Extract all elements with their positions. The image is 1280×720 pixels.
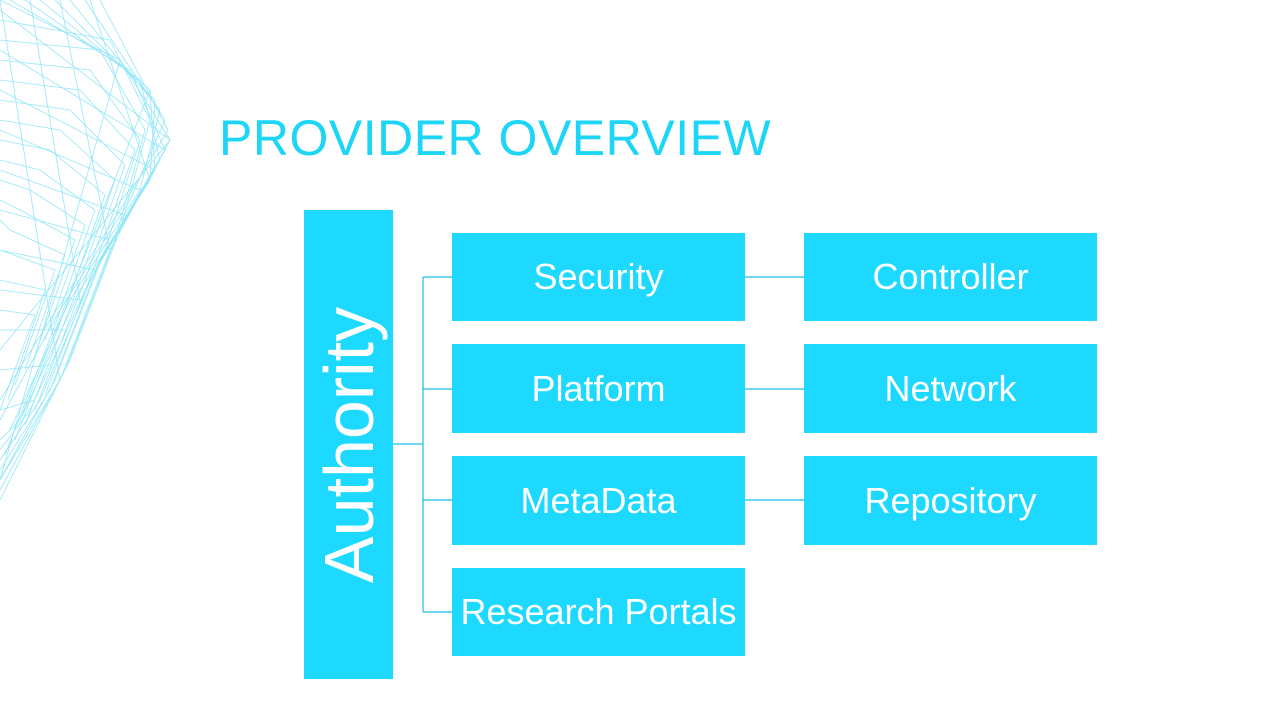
security-node: Security	[452, 233, 745, 321]
network-node: Network	[804, 344, 1097, 433]
authority-label: Authority	[309, 306, 388, 583]
research-portals-node: Research Portals	[452, 568, 745, 656]
page-title: PROVIDER OVERVIEW	[219, 110, 772, 166]
platform-node: Platform	[452, 344, 745, 433]
metadata-node: MetaData	[452, 456, 745, 545]
wireframe-decoration	[0, 0, 171, 501]
repository-node: Repository	[804, 456, 1097, 545]
controller-node: Controller	[804, 233, 1097, 321]
authority-node: Authority	[304, 210, 393, 679]
